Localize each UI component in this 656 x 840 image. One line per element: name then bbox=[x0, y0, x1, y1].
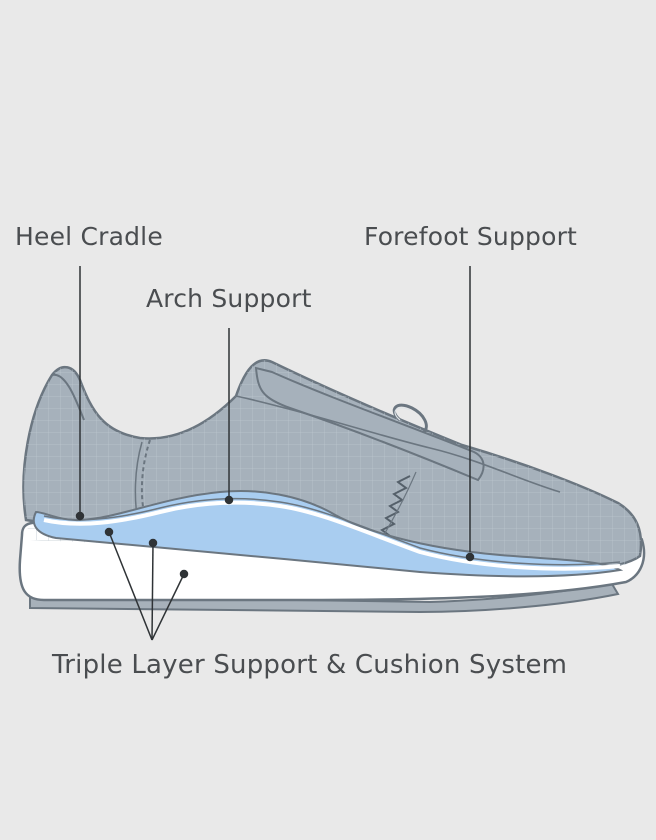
label-triple-layer-system: Triple Layer Support & Cushion System bbox=[52, 650, 568, 680]
callout-arch-support bbox=[224, 328, 234, 505]
callout-heel-cradle bbox=[75, 266, 85, 521]
zigzag-stitch bbox=[375, 475, 411, 543]
callout-triple-layer bbox=[104, 527, 189, 641]
callout-forefoot-support bbox=[465, 266, 475, 562]
label-arch-support: Arch Support bbox=[146, 284, 312, 313]
outsole bbox=[29, 582, 620, 614]
label-heel-cradle: Heel Cradle bbox=[15, 222, 163, 251]
label-forefoot-support: Forefoot Support bbox=[364, 222, 578, 251]
